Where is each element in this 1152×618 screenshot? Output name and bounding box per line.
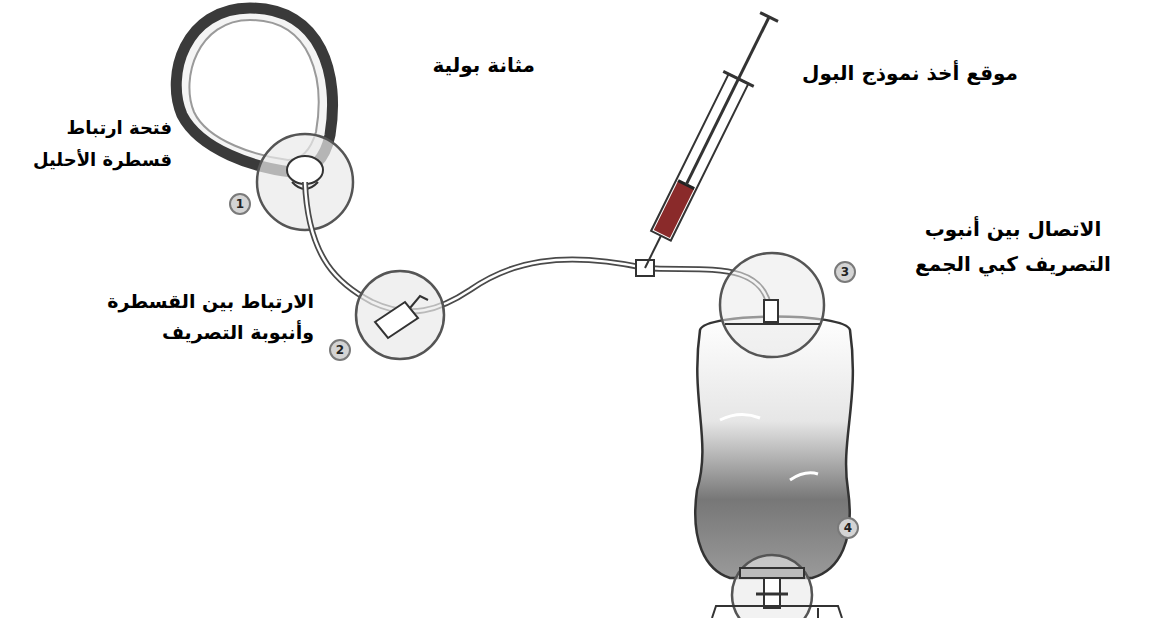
bag-highlight	[720, 414, 760, 420]
callout-number: 2	[329, 339, 351, 361]
syringe-thumb-rest	[760, 13, 778, 22]
part-label: فتحة ارتباط قسطرة الأحليل	[4, 112, 172, 175]
syringe-plunger	[686, 17, 769, 185]
catheter-port	[410, 296, 428, 308]
magnifier-circle	[732, 555, 812, 618]
syringe	[630, 9, 785, 275]
callout-number: 1	[229, 193, 251, 215]
part-label: الاتصال بين أنبوب التصريف كبي الجمع	[880, 212, 1146, 282]
cup-mark	[817, 608, 819, 618]
bag-top-seam	[725, 323, 820, 325]
bag-highlight	[790, 473, 818, 480]
part-label: الارتباط بين القسطرة وأنبوبة التصريف	[100, 286, 314, 349]
organ-label: مثانة بولية	[385, 50, 535, 80]
syringe-sample	[654, 181, 695, 238]
measuring-cup	[712, 606, 842, 618]
drain-valve	[756, 593, 788, 596]
syringe-flange	[723, 71, 753, 86]
magnifier-circle	[720, 253, 824, 357]
bag-inlet	[764, 300, 778, 322]
catheter-balloon	[287, 156, 323, 184]
part-label: موقع أخذ نموذج البول	[778, 58, 1018, 88]
drain-clamp	[740, 568, 804, 578]
syringe-needle	[645, 236, 661, 268]
magnifier-circle	[356, 271, 444, 359]
callout-number: 3	[834, 261, 856, 283]
callout-number: 4	[837, 517, 859, 539]
